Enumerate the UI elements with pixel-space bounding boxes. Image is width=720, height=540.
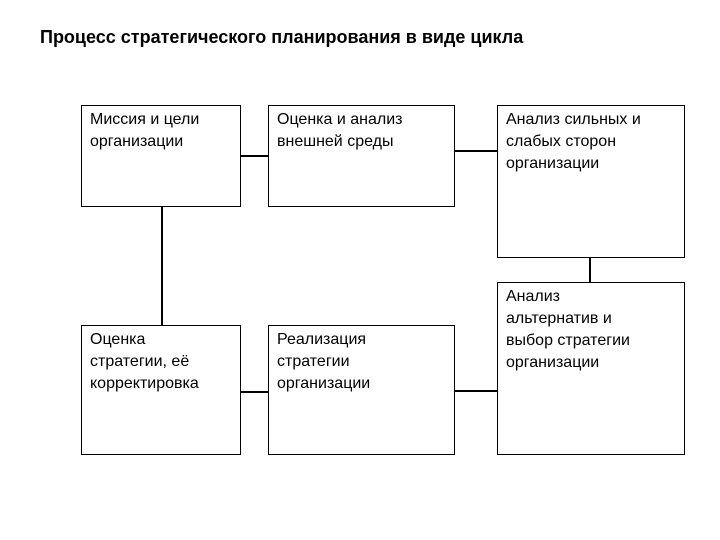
connector-evaluation-to-mission [161, 206, 163, 325]
box-environment-analysis-label: Оценка и анализ внешней среды [277, 111, 403, 150]
diagram-title: Процесс стратегического планирования в в… [40, 27, 524, 47]
box-environment-analysis: Оценка и анализ внешней среды [268, 105, 455, 207]
box-mission-goals-label: Миссия и цели организации [90, 111, 200, 150]
box-strategy-evaluation-label: Оценка стратегии, её корректировка [90, 331, 199, 392]
box-alternatives-choice: Анализ альтернатив и выбор стратегии орг… [497, 282, 685, 455]
box-strengths-weaknesses: Анализ сильных и слабых сторон организац… [497, 105, 685, 258]
box-strategy-implementation-label: Реализация стратегии организации [277, 331, 371, 392]
box-strategy-implementation: Реализация стратегии организации [268, 325, 455, 455]
connector-strengths-to-alternatives [589, 258, 591, 282]
box-strategy-evaluation: Оценка стратегии, её корректировка [81, 325, 241, 455]
connector-mission-to-environment [241, 155, 268, 157]
box-alternatives-choice-label: Анализ альтернатив и выбор стратегии орг… [506, 288, 630, 371]
connector-implementation-to-evaluation [241, 391, 268, 393]
connector-environment-to-strengths [455, 150, 497, 152]
box-mission-goals: Миссия и цели организации [81, 105, 241, 207]
connector-alternatives-to-implementation [455, 390, 497, 392]
box-strengths-weaknesses-label: Анализ сильных и слабых сторон организац… [506, 111, 641, 172]
